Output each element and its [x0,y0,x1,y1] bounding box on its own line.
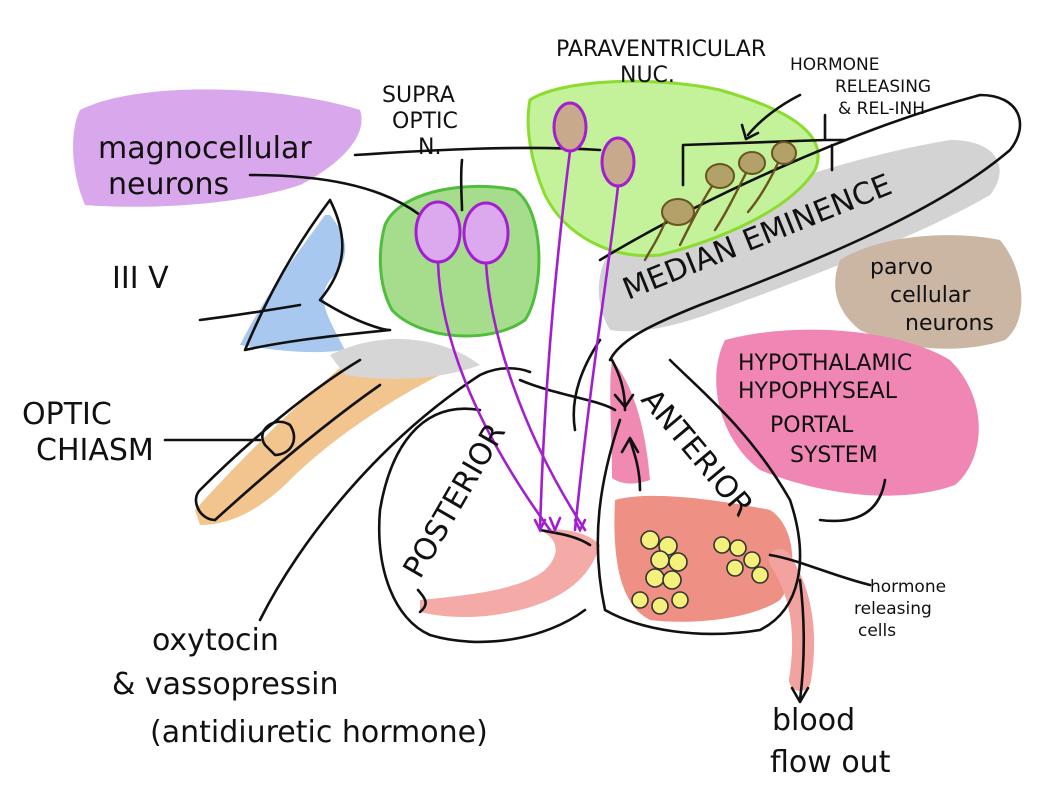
parvo-neuron-3 [739,152,765,174]
parvo-neuron-2 [706,164,734,188]
optic-chiasm-label-1: OPTIC [22,397,112,432]
paraventricular-label-1: PARAVENTRICULAR [556,37,766,62]
cell [727,560,743,576]
blood-vessel-out [780,560,803,680]
oxytocin-label-1: oxytocin [152,623,279,658]
paraventricular-neuron-2 [602,138,634,186]
cell [752,567,768,583]
cell [641,531,659,549]
hormone-cells-label-2: releasing [854,599,932,619]
supraoptic-label-1: SUPRA [382,83,455,108]
supraoptic-leader [461,160,462,210]
parvocellular-label-1: parvo [870,255,933,280]
parvo-neuron-4 [772,142,796,164]
hypothalamic-label-4: SYSTEM [790,443,878,468]
hypothalamic-label-3: PORTAL [770,413,854,438]
supraoptic-label-2: OPTIC [392,109,458,134]
supraoptic-nucleus-fill [380,186,539,336]
posterior-label: POSTERIOR [397,417,513,584]
cell [632,592,648,608]
cell [663,571,681,589]
blood-flow-label-1: blood [772,703,855,738]
cell [652,598,668,614]
supraoptic-neuron-1 [416,202,460,262]
cell [651,551,669,569]
supraoptic-neuron-2 [464,203,508,263]
cell [714,537,730,553]
optic-chiasm-label-2: CHIASM [36,433,154,468]
hypothalamic-label-2: HYPOPHYSEAL [738,379,898,404]
infundibulum-pink [610,360,650,484]
cell [744,552,760,568]
hormone-cells-label-1: hormone [870,577,946,597]
blood-flow-label-2: flow out [770,745,891,780]
supraoptic-label-3: N. [418,135,441,160]
hormone-releasing-label-1: HORMONE [790,55,879,75]
oxytocin-label-3: (antidiuretic hormone) [150,715,488,750]
cell [646,569,664,587]
parvocellular-label-2: cellular [890,283,971,308]
third-ventricle-label: III V [112,261,169,296]
third-ventricle-highlight [240,215,345,352]
cell [672,592,688,608]
cell [730,540,746,556]
cell [669,553,687,571]
paraventricular-label-2: NUC. [620,63,675,88]
oxytocin-label-2: & vassopressin [112,667,338,702]
magnocellular-label-2: neurons [108,167,229,202]
paraventricular-neuron-1 [554,103,586,151]
hypothalamic-label-1: HYPOTHALAMIC [738,351,912,376]
hormone-releasing-label-3: & REL-INH [838,99,925,119]
parvo-neuron-1 [662,199,694,225]
hormone-cells-label-3: cells [858,621,896,641]
parvocellular-label-3: neurons [905,311,994,336]
hormone-releasing-label-2: RELEASING [835,77,931,97]
magnocellular-label-1: magnocellular [98,131,312,166]
